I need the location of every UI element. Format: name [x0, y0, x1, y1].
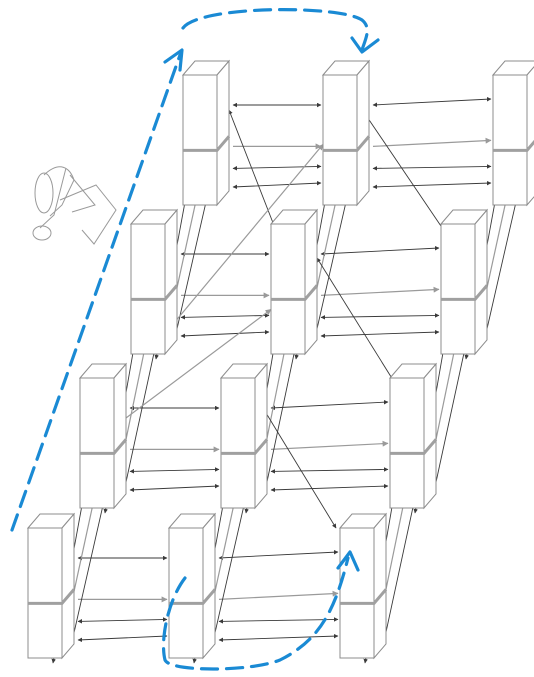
- blue-path-top: [183, 10, 367, 50]
- link-horizontal-upper: [321, 248, 439, 254]
- box-module: [340, 514, 386, 658]
- link-horizontal-mid: [219, 593, 338, 599]
- box-side-face: [114, 364, 126, 508]
- link-horizontal-lower: [219, 619, 338, 621]
- link-horizontal-upper: [271, 402, 388, 408]
- link-horizontal-mid: [373, 140, 491, 146]
- link-horizontal-bottom: [181, 332, 269, 336]
- link-horizontal-lower: [321, 315, 439, 317]
- link-horizontal-lower: [373, 166, 491, 168]
- box-module: [323, 61, 369, 205]
- box-module: [131, 210, 177, 354]
- box-module: [390, 364, 436, 508]
- box-module: [271, 210, 317, 354]
- box-front-face: [169, 528, 203, 658]
- robot-arm-sketch-icon: [33, 167, 116, 244]
- link-cross: [359, 105, 445, 232]
- box-front-face: [28, 528, 62, 658]
- link-horizontal-lower: [130, 469, 219, 471]
- box-module: [28, 514, 74, 658]
- box-front-face: [271, 224, 305, 354]
- link-horizontal-lower: [78, 619, 167, 621]
- box-side-face: [424, 364, 436, 508]
- link-horizontal-bottom: [219, 636, 338, 640]
- box-side-face: [217, 61, 229, 205]
- box-front-face: [493, 75, 527, 205]
- link-horizontal-lower: [233, 166, 321, 168]
- box-side-face: [527, 61, 534, 205]
- box-front-face: [390, 378, 424, 508]
- box-front-face: [441, 224, 475, 354]
- box-side-face: [475, 210, 487, 354]
- link-horizontal-bottom: [321, 332, 439, 336]
- link-horizontal-lower: [271, 469, 388, 471]
- box-front-face: [80, 378, 114, 508]
- box-module: [493, 61, 534, 205]
- box-side-face: [374, 514, 386, 658]
- box-side-face: [357, 61, 369, 205]
- link-horizontal-bottom: [130, 486, 219, 490]
- link-horizontal-mid: [271, 443, 388, 449]
- link-horizontal-bottom: [271, 486, 388, 490]
- link-horizontal-upper: [373, 99, 491, 105]
- link-horizontal-upper: [219, 552, 338, 558]
- link-horizontal-bottom: [373, 183, 491, 187]
- link-horizontal-bottom: [78, 636, 167, 640]
- link-horizontal-bottom: [233, 183, 321, 187]
- box-module: [221, 364, 267, 508]
- box-side-face: [62, 514, 74, 658]
- box-module: [183, 61, 229, 205]
- box-top-face: [493, 61, 534, 75]
- blue-arrowhead-left: [165, 50, 182, 70]
- box-front-face: [183, 75, 217, 205]
- link-cross: [263, 408, 336, 528]
- box-side-face: [203, 514, 215, 658]
- link-horizontal-lower: [181, 315, 269, 317]
- box-module: [80, 364, 126, 508]
- box-module: [441, 210, 487, 354]
- box-module: [169, 514, 215, 658]
- box-side-face: [165, 210, 177, 354]
- box-side-face: [305, 210, 317, 354]
- box-front-face: [221, 378, 255, 508]
- box-front-face: [323, 75, 357, 205]
- box-front-face: [340, 528, 374, 658]
- box-front-face: [131, 224, 165, 354]
- link-cross: [317, 258, 398, 388]
- box-side-face: [255, 364, 267, 508]
